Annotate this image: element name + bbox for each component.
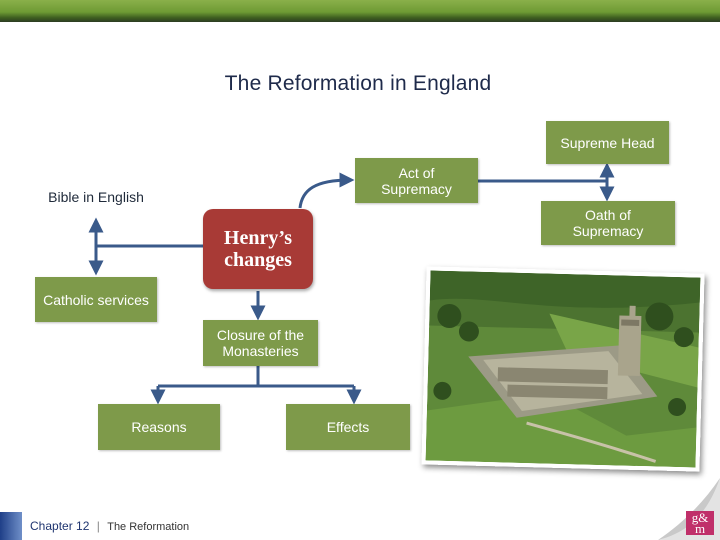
footer: Chapter 12 | The Reformation [30,519,189,533]
footer-accent-bar [0,512,22,540]
reasons-box: Reasons [98,404,220,450]
footer-chapter-label: Chapter [30,519,73,533]
footer-separator: | [97,519,100,533]
catholic-services-box: Catholic services [35,277,157,322]
abbey-ruins-photo-art [426,270,701,467]
footer-chapter-number: 12 [76,519,89,533]
closure-line1: Closure of the [217,327,304,343]
closure-line2: Monasteries [222,343,298,359]
hub-line2: changes [224,249,292,271]
supreme-head-box: Supreme Head [546,121,669,164]
oath-line1: Oath of [585,207,631,223]
bible-in-english-box: Bible in English [35,179,157,215]
closure-of-monasteries-box: Closure of the Monasteries [203,320,318,366]
abbey-ruins-photo [421,266,704,471]
publisher-logo-icon: g& m [686,511,714,535]
footer-chapter-name: The Reformation [107,521,189,533]
logo-line2: m [686,523,714,534]
act-line1: Act of [399,165,435,181]
arrow-hub-to-act [300,180,350,208]
act-line2: Supremacy [381,181,452,197]
oath-of-supremacy-box: Oath of Supremacy [541,201,675,245]
act-of-supremacy-box: Act of Supremacy [355,158,478,203]
oath-line2: Supremacy [573,223,644,239]
henrys-changes-hub: Henry’s changes [203,209,313,289]
hub-line1: Henry’s [224,227,292,249]
effects-box: Effects [286,404,410,450]
